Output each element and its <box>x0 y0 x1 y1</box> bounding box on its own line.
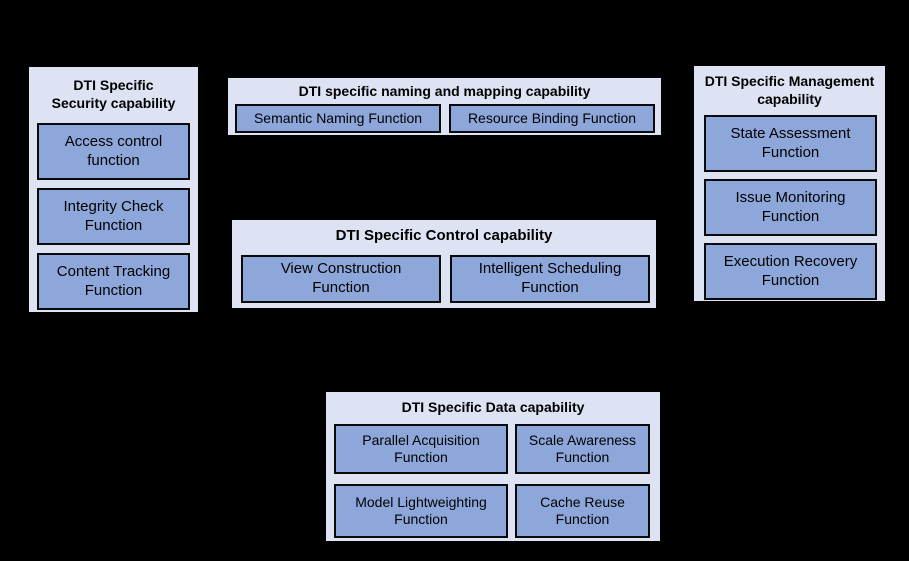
function-box-access-control: Access control function <box>37 123 190 180</box>
group-data-capability: DTI Specific Data capability Parallel Ac… <box>324 390 662 543</box>
group-title-data: DTI Specific Data capability <box>401 399 585 415</box>
function-box-intelligent-scheduling: Intelligent Scheduling Function <box>450 255 650 303</box>
function-box-integrity-check: Integrity Check Function <box>37 188 190 245</box>
function-box-cache-reuse: Cache Reuse Function <box>515 484 650 538</box>
group-title-control: DTI Specific Control capability <box>335 227 553 244</box>
function-box-semantic-naming: Semantic Naming Function <box>235 104 441 133</box>
security-function-list: Access control function Integrity Check … <box>37 123 190 310</box>
function-box-model-lightweighting: Model Lightweighting Function <box>334 484 508 538</box>
management-function-list: State Assessment Function Issue Monitori… <box>704 115 877 300</box>
function-box-content-tracking: Content Tracking Function <box>37 253 190 310</box>
function-box-scale-awareness: Scale Awareness Function <box>515 424 650 474</box>
function-box-execution-recovery: Execution Recovery Function <box>704 243 877 300</box>
group-control-capability: DTI Specific Control capability View Con… <box>230 218 658 310</box>
function-box-state-assessment: State Assessment Function <box>704 115 877 172</box>
function-box-issue-monitoring: Issue Monitoring Function <box>704 179 877 236</box>
function-box-resource-binding: Resource Binding Function <box>449 104 655 133</box>
function-box-view-construction: View Construction Function <box>241 255 441 303</box>
naming-function-list: Semantic Naming Function Resource Bindin… <box>235 104 655 133</box>
group-title-security: DTI Specific Security capability <box>51 77 176 111</box>
data-function-list: Parallel Acquisition Function Scale Awar… <box>334 424 650 538</box>
control-function-list: View Construction Function Intelligent S… <box>241 255 650 303</box>
group-security-capability: DTI Specific Security capability Access … <box>27 65 200 314</box>
group-naming-mapping-capability: DTI specific naming and mapping capabili… <box>226 76 663 137</box>
group-title-management: DTI Specific Management capability <box>704 73 875 107</box>
group-title-naming-mapping: DTI specific naming and mapping capabili… <box>298 83 591 99</box>
function-box-parallel-acquisition: Parallel Acquisition Function <box>334 424 508 474</box>
group-management-capability: DTI Specific Management capability State… <box>692 64 887 303</box>
